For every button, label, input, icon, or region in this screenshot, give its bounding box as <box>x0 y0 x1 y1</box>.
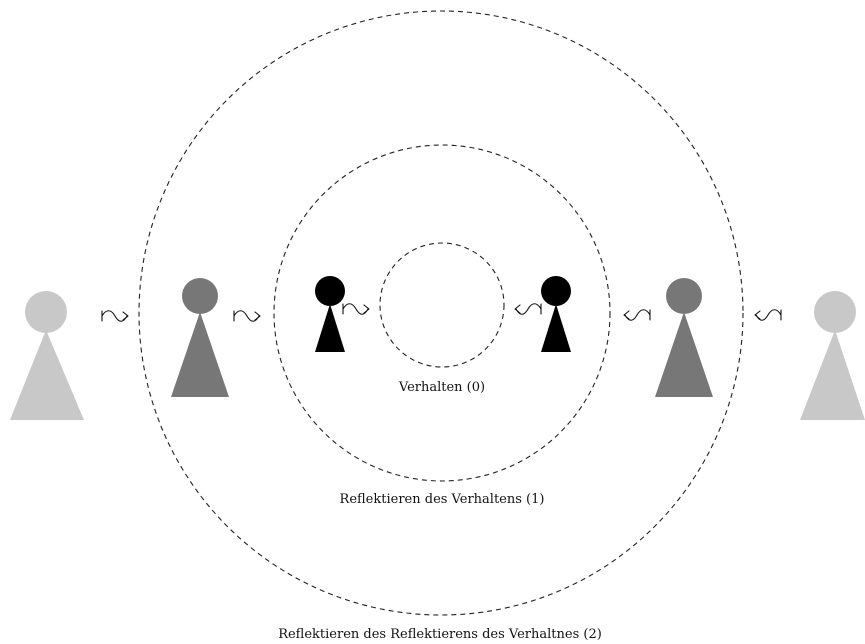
person-head <box>182 278 218 314</box>
wave-arrow-icon <box>754 309 782 321</box>
wave-arrow-icon <box>342 303 370 315</box>
wave-arrow-icon <box>233 310 261 322</box>
person-body <box>655 312 713 397</box>
label-level-0: Verhalten (0) <box>398 380 485 395</box>
person-head <box>666 278 702 314</box>
person-body <box>800 330 865 420</box>
person-head <box>814 291 856 333</box>
ring-level-0 <box>379 242 505 368</box>
person-level2-left <box>10 291 84 420</box>
person-level1-left <box>171 278 229 397</box>
wave-arrow-icon <box>101 310 129 322</box>
label-level-1: Reflektieren des Verhaltens (1) <box>340 492 545 507</box>
person-body <box>171 312 229 397</box>
person-level2-right <box>800 291 865 420</box>
person-head <box>25 291 67 333</box>
wave-arrow-icon <box>514 303 542 315</box>
person-head <box>541 276 571 306</box>
ring-level-2 <box>138 10 744 616</box>
label-level-2: Reflektieren des Reflektierens des Verha… <box>278 627 602 642</box>
person-level0-left <box>315 276 345 352</box>
person-body <box>10 330 84 420</box>
ring-level-1 <box>273 144 611 482</box>
person-body <box>315 304 345 352</box>
person-body <box>541 304 571 352</box>
person-head <box>315 276 345 306</box>
person-level1-right <box>655 278 713 397</box>
person-level0-right <box>541 276 571 352</box>
wave-arrow-icon <box>623 309 651 321</box>
